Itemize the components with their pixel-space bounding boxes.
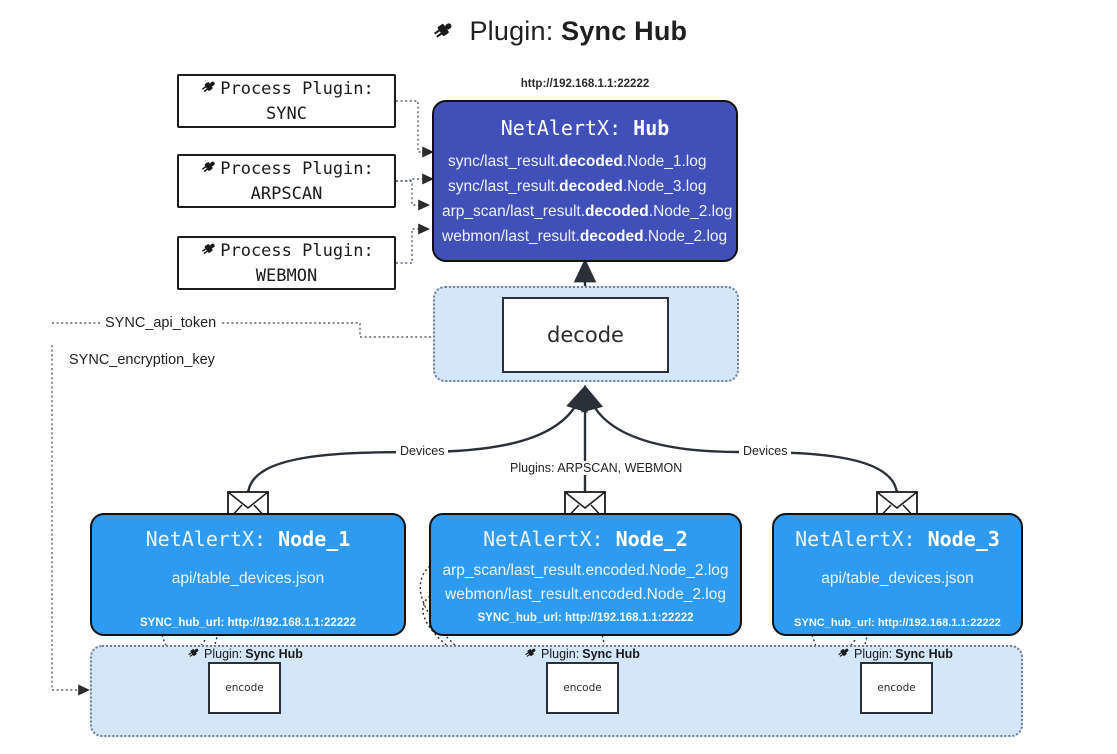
plug-icon [199, 239, 218, 265]
encoder-plugin-label-2: Plugin: Sync Hub [523, 645, 640, 663]
plug-icon [836, 645, 851, 663]
plug-icon [199, 77, 218, 103]
node-title: NetAlertX: Node_1 [145, 527, 351, 551]
encoder-plugin-label-1: Plugin: Sync Hub [186, 645, 303, 663]
encode-box-3[interactable]: encode [860, 662, 933, 714]
node-1[interactable]: NetAlertX: Node_1 api/table_devices.json… [90, 513, 406, 636]
node-title: NetAlertX: Node_3 [795, 527, 1000, 551]
decode-box[interactable]: decode [502, 297, 669, 373]
hub-url-label: http://192.168.1.1:22222 [520, 78, 650, 90]
process-plugin-arpscan[interactable]: Process Plugin: ARPSCAN [177, 154, 396, 208]
node-footer: SYNC_hub_url: http://192.168.1.1:22222 [139, 617, 357, 630]
node-line: api/table_devices.json [821, 570, 974, 587]
encoder-plugin-label-3: Plugin: Sync Hub [836, 645, 953, 663]
plug-icon [186, 645, 201, 663]
devices-label-right: Devices [739, 444, 792, 458]
sync-encryption-key-label: SYNC_encryption_key [64, 352, 220, 368]
hub-log-line: sync/last_result.decoded.Node_1.log [448, 153, 707, 170]
plug-icon [523, 645, 538, 663]
hub-node[interactable]: NetAlertX: Hub sync/last_result.decoded.… [432, 100, 738, 262]
encode-box-2[interactable]: encode [546, 662, 619, 714]
encode-label: encode [563, 682, 602, 694]
hub-log-line: arp_scan/last_result.decoded.Node_2.log [442, 203, 733, 221]
node-line: webmon/last_result.encoded.Node_2.log [445, 586, 726, 604]
node-2[interactable]: NetAlertX: Node_2 arp_scan/last_result.e… [429, 513, 742, 636]
process-plugin-name: WEBMON [255, 265, 318, 286]
process-plugin-label: Process Plugin: [220, 79, 374, 100]
process-plugin-webmon[interactable]: Process Plugin: WEBMON [177, 236, 396, 290]
plugins-label-middle: Plugins: ARPSCAN, WEBMON [506, 461, 687, 475]
devices-label-left: Devices [396, 444, 449, 458]
encode-label: encode [877, 682, 916, 694]
process-plugin-sync[interactable]: Process Plugin: SYNC [177, 74, 396, 128]
plug-icon [430, 17, 456, 50]
title-name: Sync Hub [561, 16, 688, 46]
hub-log-line: webmon/last_result.decoded.Node_2.log [442, 228, 728, 246]
process-plugin-label: Process Plugin: [220, 241, 374, 262]
process-plugin-name: ARPSCAN [250, 183, 323, 204]
process-plugin-label: Process Plugin: [220, 159, 374, 180]
node-line: api/table_devices.json [171, 570, 325, 587]
page-title: Plugin: Sync Hub [0, 16, 1117, 50]
node-3[interactable]: NetAlertX: Node_3 api/table_devices.json… [772, 513, 1023, 636]
process-plugin-name: SYNC [266, 103, 307, 124]
hub-log-list: sync/last_result.decoded.Node_1.log sync… [434, 149, 736, 249]
plug-icon [199, 157, 218, 183]
decode-label: decode [547, 323, 624, 347]
node-footer: SYNC_hub_url: http://192.168.1.1:22222 [477, 612, 694, 625]
encode-box-1[interactable]: encode [208, 662, 281, 714]
node-title: NetAlertX: Node_2 [483, 527, 688, 551]
hub-log-line: sync/last_result.decoded.Node_3.log [448, 178, 707, 196]
node-line: arp_scan/last_result.encoded.Node_2.log [442, 562, 729, 579]
encode-label: encode [225, 682, 264, 694]
title-prefix: Plugin: [469, 16, 562, 46]
hub-title: NetAlertX: Hub [500, 116, 670, 140]
sync-api-token-label: SYNC_api_token [100, 315, 222, 331]
node-footer: SYNC_hub_url: http://192.168.1.1:22222 [794, 617, 1001, 630]
